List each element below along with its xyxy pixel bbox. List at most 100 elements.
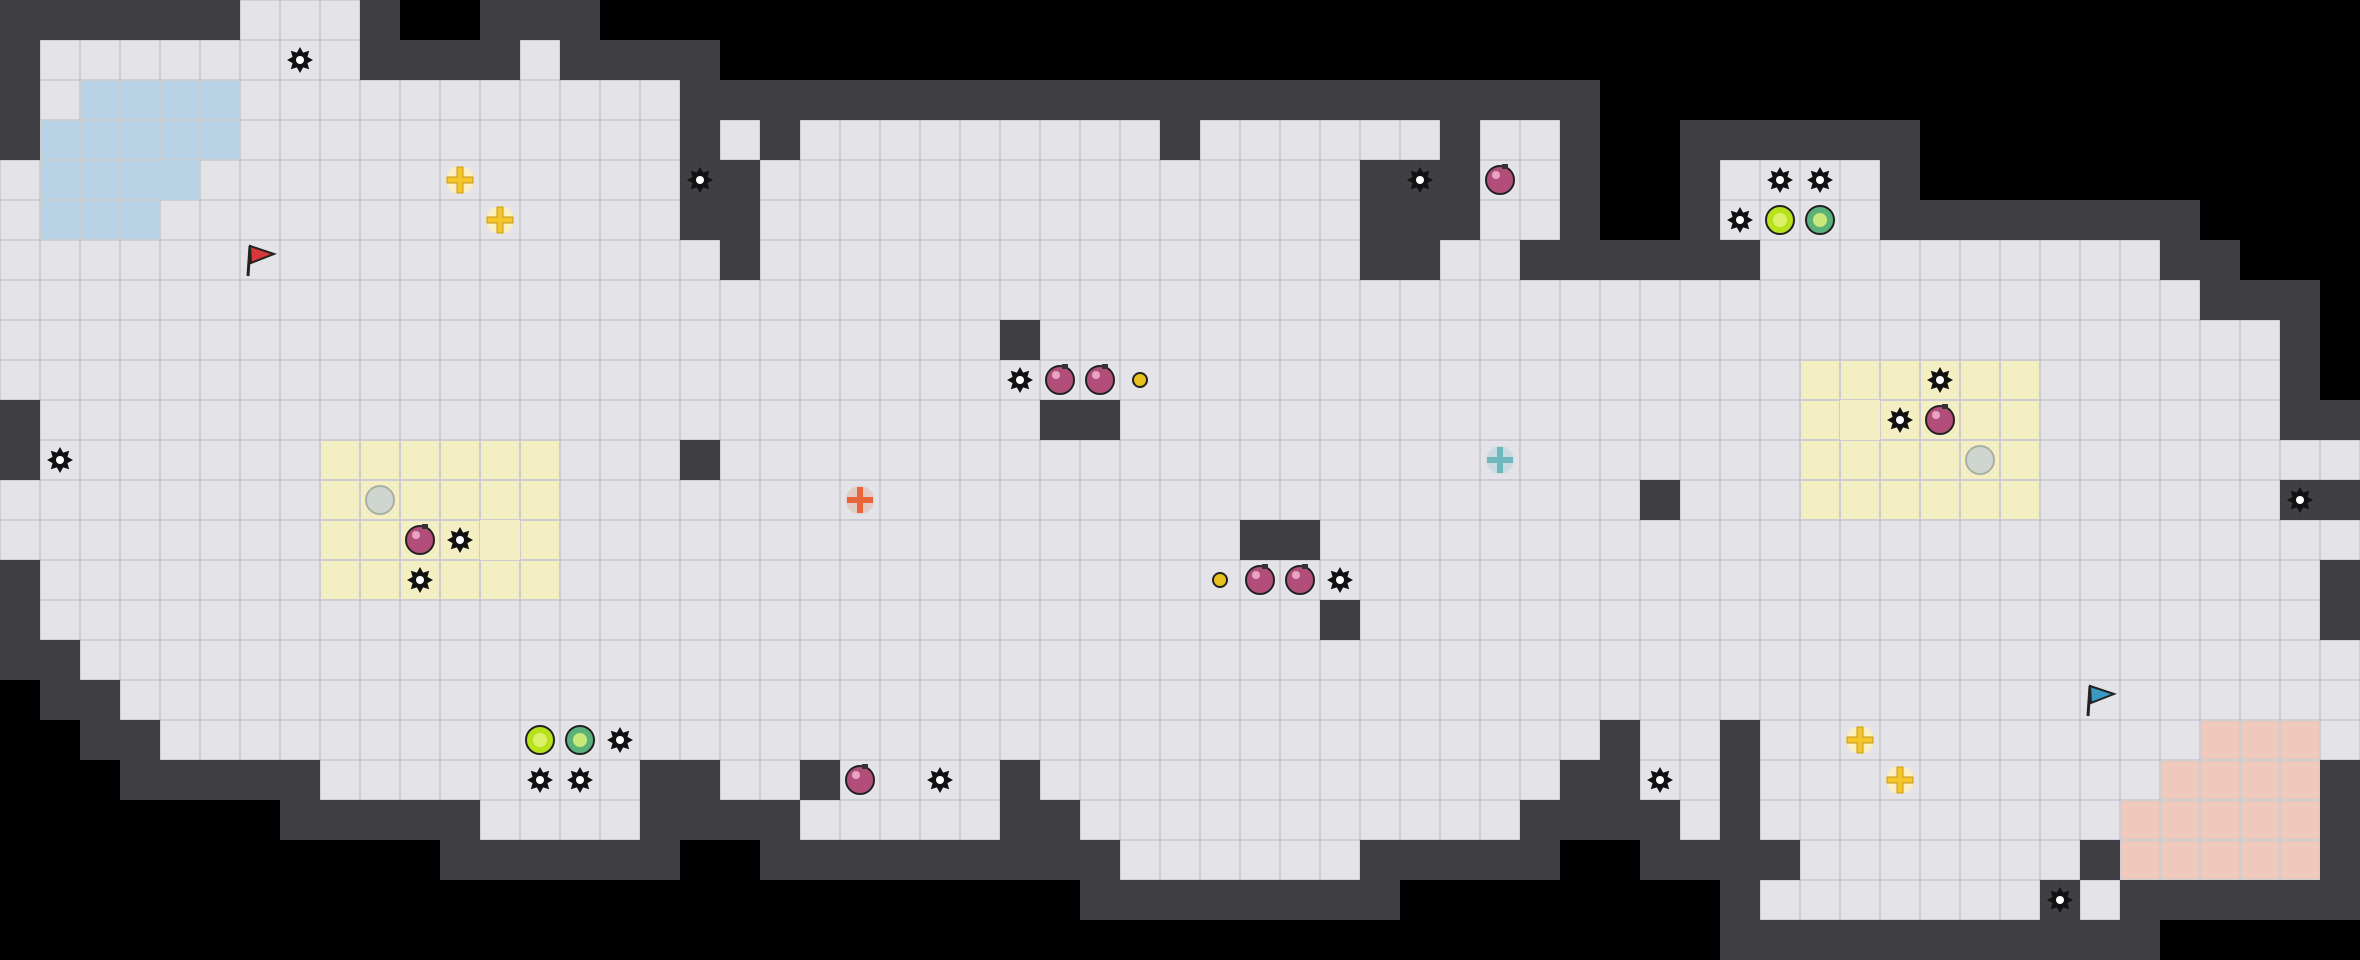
grid-cell xyxy=(1120,160,1160,200)
grid-cell xyxy=(80,400,120,440)
wall-tile xyxy=(2320,480,2360,520)
floor-tile xyxy=(320,680,360,720)
grid-cell xyxy=(1240,440,1280,480)
wall-tile xyxy=(2200,280,2240,320)
blue-base-tile xyxy=(120,120,160,160)
spike-icon xyxy=(567,767,593,793)
floor-tile xyxy=(1800,720,1840,760)
floor-tile xyxy=(1960,240,2000,280)
floor-tile xyxy=(1080,680,1120,720)
floor-tile xyxy=(1160,680,1200,720)
grid-cell xyxy=(1680,480,1720,520)
floor-tile xyxy=(840,440,880,480)
floor-tile xyxy=(520,200,560,240)
wall-tile xyxy=(1560,800,1600,840)
grid-cell xyxy=(0,320,40,360)
grid-cell xyxy=(1960,520,2000,560)
grid-cell xyxy=(1880,280,1920,320)
grid-cell xyxy=(2040,440,2080,480)
floor-tile xyxy=(280,480,320,520)
grid-cell xyxy=(800,600,840,640)
grid-cell xyxy=(360,640,400,680)
floor-tile xyxy=(1280,600,1320,640)
floor-tile xyxy=(120,280,160,320)
red-portal-icon xyxy=(846,486,874,514)
floor-tile xyxy=(1080,440,1120,480)
floor-tile xyxy=(280,240,320,280)
floor-tile xyxy=(40,240,80,280)
floor-tile xyxy=(1760,760,1800,800)
floor-tile xyxy=(320,280,360,320)
floor-tile xyxy=(2200,680,2240,720)
grid-cell xyxy=(560,720,600,760)
grid-cell xyxy=(240,400,280,440)
grid-cell xyxy=(1320,480,1360,520)
floor-tile xyxy=(80,640,120,680)
floor-tile xyxy=(320,640,360,680)
grid-cell xyxy=(1680,440,1720,480)
grid-cell xyxy=(1920,840,1960,880)
floor-tile xyxy=(1680,560,1720,600)
floor-tile xyxy=(1560,320,1600,360)
spike-icon xyxy=(927,767,953,793)
floor-tile xyxy=(1400,320,1440,360)
grid-cell xyxy=(1360,640,1400,680)
floor-tile xyxy=(560,280,600,320)
floor-tile xyxy=(1720,400,1760,440)
floor-tile xyxy=(360,760,400,800)
grid-cell xyxy=(1800,320,1840,360)
grid-cell xyxy=(440,480,480,520)
grid-cell xyxy=(80,560,120,600)
grid-cell xyxy=(2120,600,2160,640)
grid-cell xyxy=(760,560,800,600)
floor-tile xyxy=(1520,320,1560,360)
floor-tile xyxy=(600,480,640,520)
grid-cell xyxy=(160,280,200,320)
floor-tile xyxy=(0,360,40,400)
red-base-tile xyxy=(2280,720,2320,760)
grid-cell xyxy=(840,640,880,680)
grid-cell xyxy=(0,160,40,200)
grid-cell xyxy=(1880,440,1920,480)
grid-cell xyxy=(2200,720,2240,760)
grid-cell xyxy=(360,280,400,320)
grid-cell xyxy=(1000,560,1040,600)
grid-cell xyxy=(2280,840,2320,880)
floor-tile xyxy=(2080,440,2120,480)
grid-cell xyxy=(560,400,600,440)
floor-tile xyxy=(1120,560,1160,600)
wall-tile xyxy=(1080,880,1120,920)
grid-cell xyxy=(1960,240,2000,280)
bomb-icon xyxy=(1085,364,1115,395)
floor-tile xyxy=(160,240,200,280)
grid-cell xyxy=(1440,320,1480,360)
grid-cell xyxy=(1320,200,1360,240)
floor-tile xyxy=(680,680,720,720)
grid-cell xyxy=(1520,280,1560,320)
floor-tile xyxy=(320,80,360,120)
floor-tile xyxy=(600,520,640,560)
floor-tile xyxy=(840,640,880,680)
floor-tile xyxy=(120,600,160,640)
floor-tile xyxy=(240,440,280,480)
floor-tile xyxy=(1480,320,1520,360)
blue-portal-icon xyxy=(1486,446,1514,474)
floor-tile xyxy=(1200,440,1240,480)
floor-tile xyxy=(0,280,40,320)
floor-tile xyxy=(880,200,920,240)
red-base-tile xyxy=(2240,720,2280,760)
wall-tile xyxy=(0,120,40,160)
floor-tile xyxy=(1280,480,1320,520)
grid-cell xyxy=(1160,240,1200,280)
floor-tile xyxy=(1760,520,1800,560)
floor-tile xyxy=(800,160,840,200)
floor-tile xyxy=(2280,680,2320,720)
grid-cell xyxy=(720,720,760,760)
grid-cell xyxy=(1880,680,1920,720)
grid-cell xyxy=(1040,320,1080,360)
floor-tile xyxy=(1840,800,1880,840)
grid-cell xyxy=(1320,720,1360,760)
floor-tile xyxy=(1360,800,1400,840)
floor-tile xyxy=(2280,440,2320,480)
